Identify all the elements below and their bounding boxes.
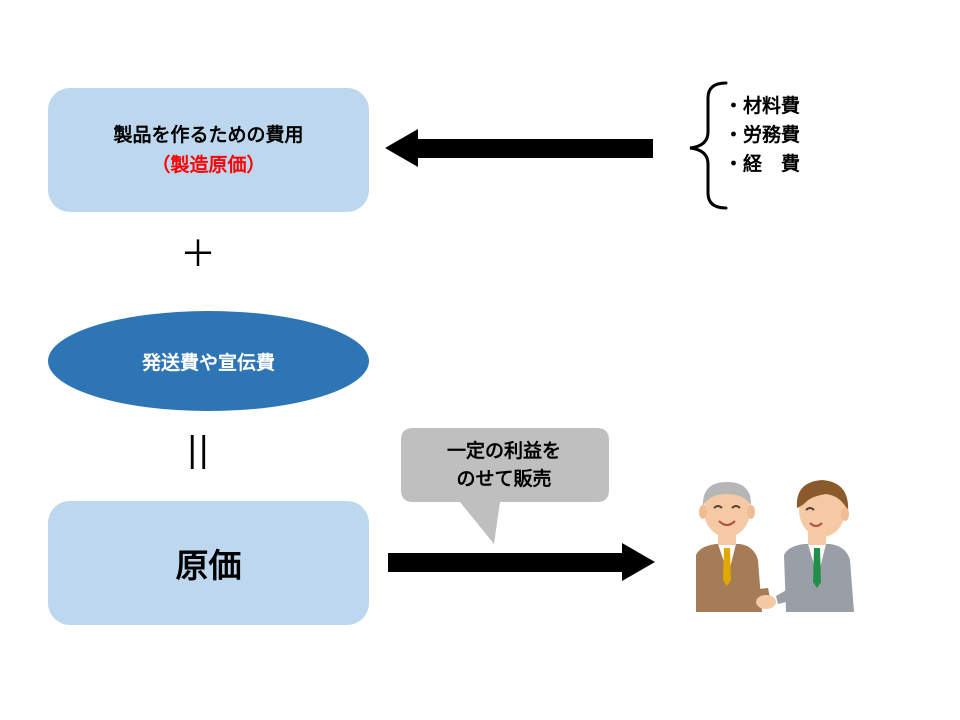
shipping-advertising-ellipse: 発送費や宣伝費 [48,311,369,411]
cost-price-label: 原価 [175,546,242,585]
manufacturing-cost-label: （製造原価） [151,154,266,176]
equals-sign: || [186,430,210,470]
plus-sign: ＋ [179,234,216,275]
speech-bubble-text: 一定の利益を のせて販売 [399,428,609,502]
cost-item-labor: ・労務費 [724,124,801,146]
speech-bubble-shape [401,428,609,544]
shipping-advertising-label: 発送費や宣伝費 [141,351,275,374]
speech-bubble-line1: 一定の利益を [446,440,561,462]
cost-item-expenses: ・経 費 [724,153,801,175]
cost-price-box: 原価 [48,501,369,625]
production-cost-box: 製品を作るための費用 （製造原価） [48,88,369,212]
curly-brace-icon [689,81,728,210]
handshake-businessmen-icon [696,480,854,612]
speech-bubble-line2: のせて販売 [456,468,552,490]
cost-items-list: ・材料費 ・労務費 ・経 費 [724,92,800,179]
cost-item-materials: ・材料費 [724,95,801,117]
left-arrow-icon [385,129,653,167]
production-cost-label: 製品を作るための費用 [113,124,304,146]
right-arrow-icon [388,543,655,581]
